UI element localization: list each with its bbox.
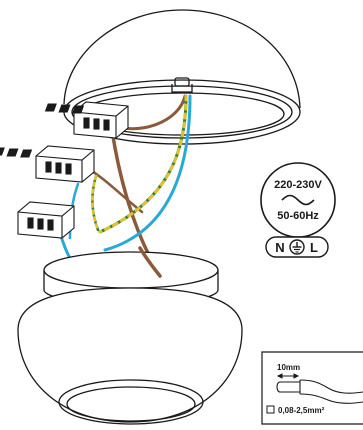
terminal-legend: N L <box>265 236 329 258</box>
strip-spec-box: 10mm 0,08-2,5mm² <box>261 351 363 425</box>
brown-wire-tip <box>88 168 144 214</box>
neutral-label: N <box>275 240 284 255</box>
lamp-body <box>17 251 243 425</box>
terminal-block-lower <box>17 201 75 239</box>
strip-length: 10mm <box>277 363 300 372</box>
checkbox-icon <box>266 405 275 414</box>
dimension-arrow-icon <box>276 373 300 379</box>
frequency: 50-60Hz <box>277 210 319 222</box>
wire-entry <box>138 246 162 278</box>
voltage-range: 220-230V <box>274 179 322 191</box>
brown-wire-upper <box>122 94 187 131</box>
stripped-wire-icon <box>276 379 363 404</box>
ground-symbol-icon <box>289 239 305 255</box>
earth-wire-short-yellow <box>91 174 100 232</box>
ac-wave-icon <box>281 194 315 206</box>
terminal-block-canopy <box>44 101 129 139</box>
live-label: L <box>310 240 318 255</box>
terminal-block-middle <box>0 145 95 183</box>
voltage-badge: 220-230V 50-60Hz <box>260 162 336 238</box>
cross-section: 0,08-2,5mm² <box>278 406 325 415</box>
blue-wire-main <box>103 94 192 252</box>
earth-wire-yellow <box>98 94 188 234</box>
